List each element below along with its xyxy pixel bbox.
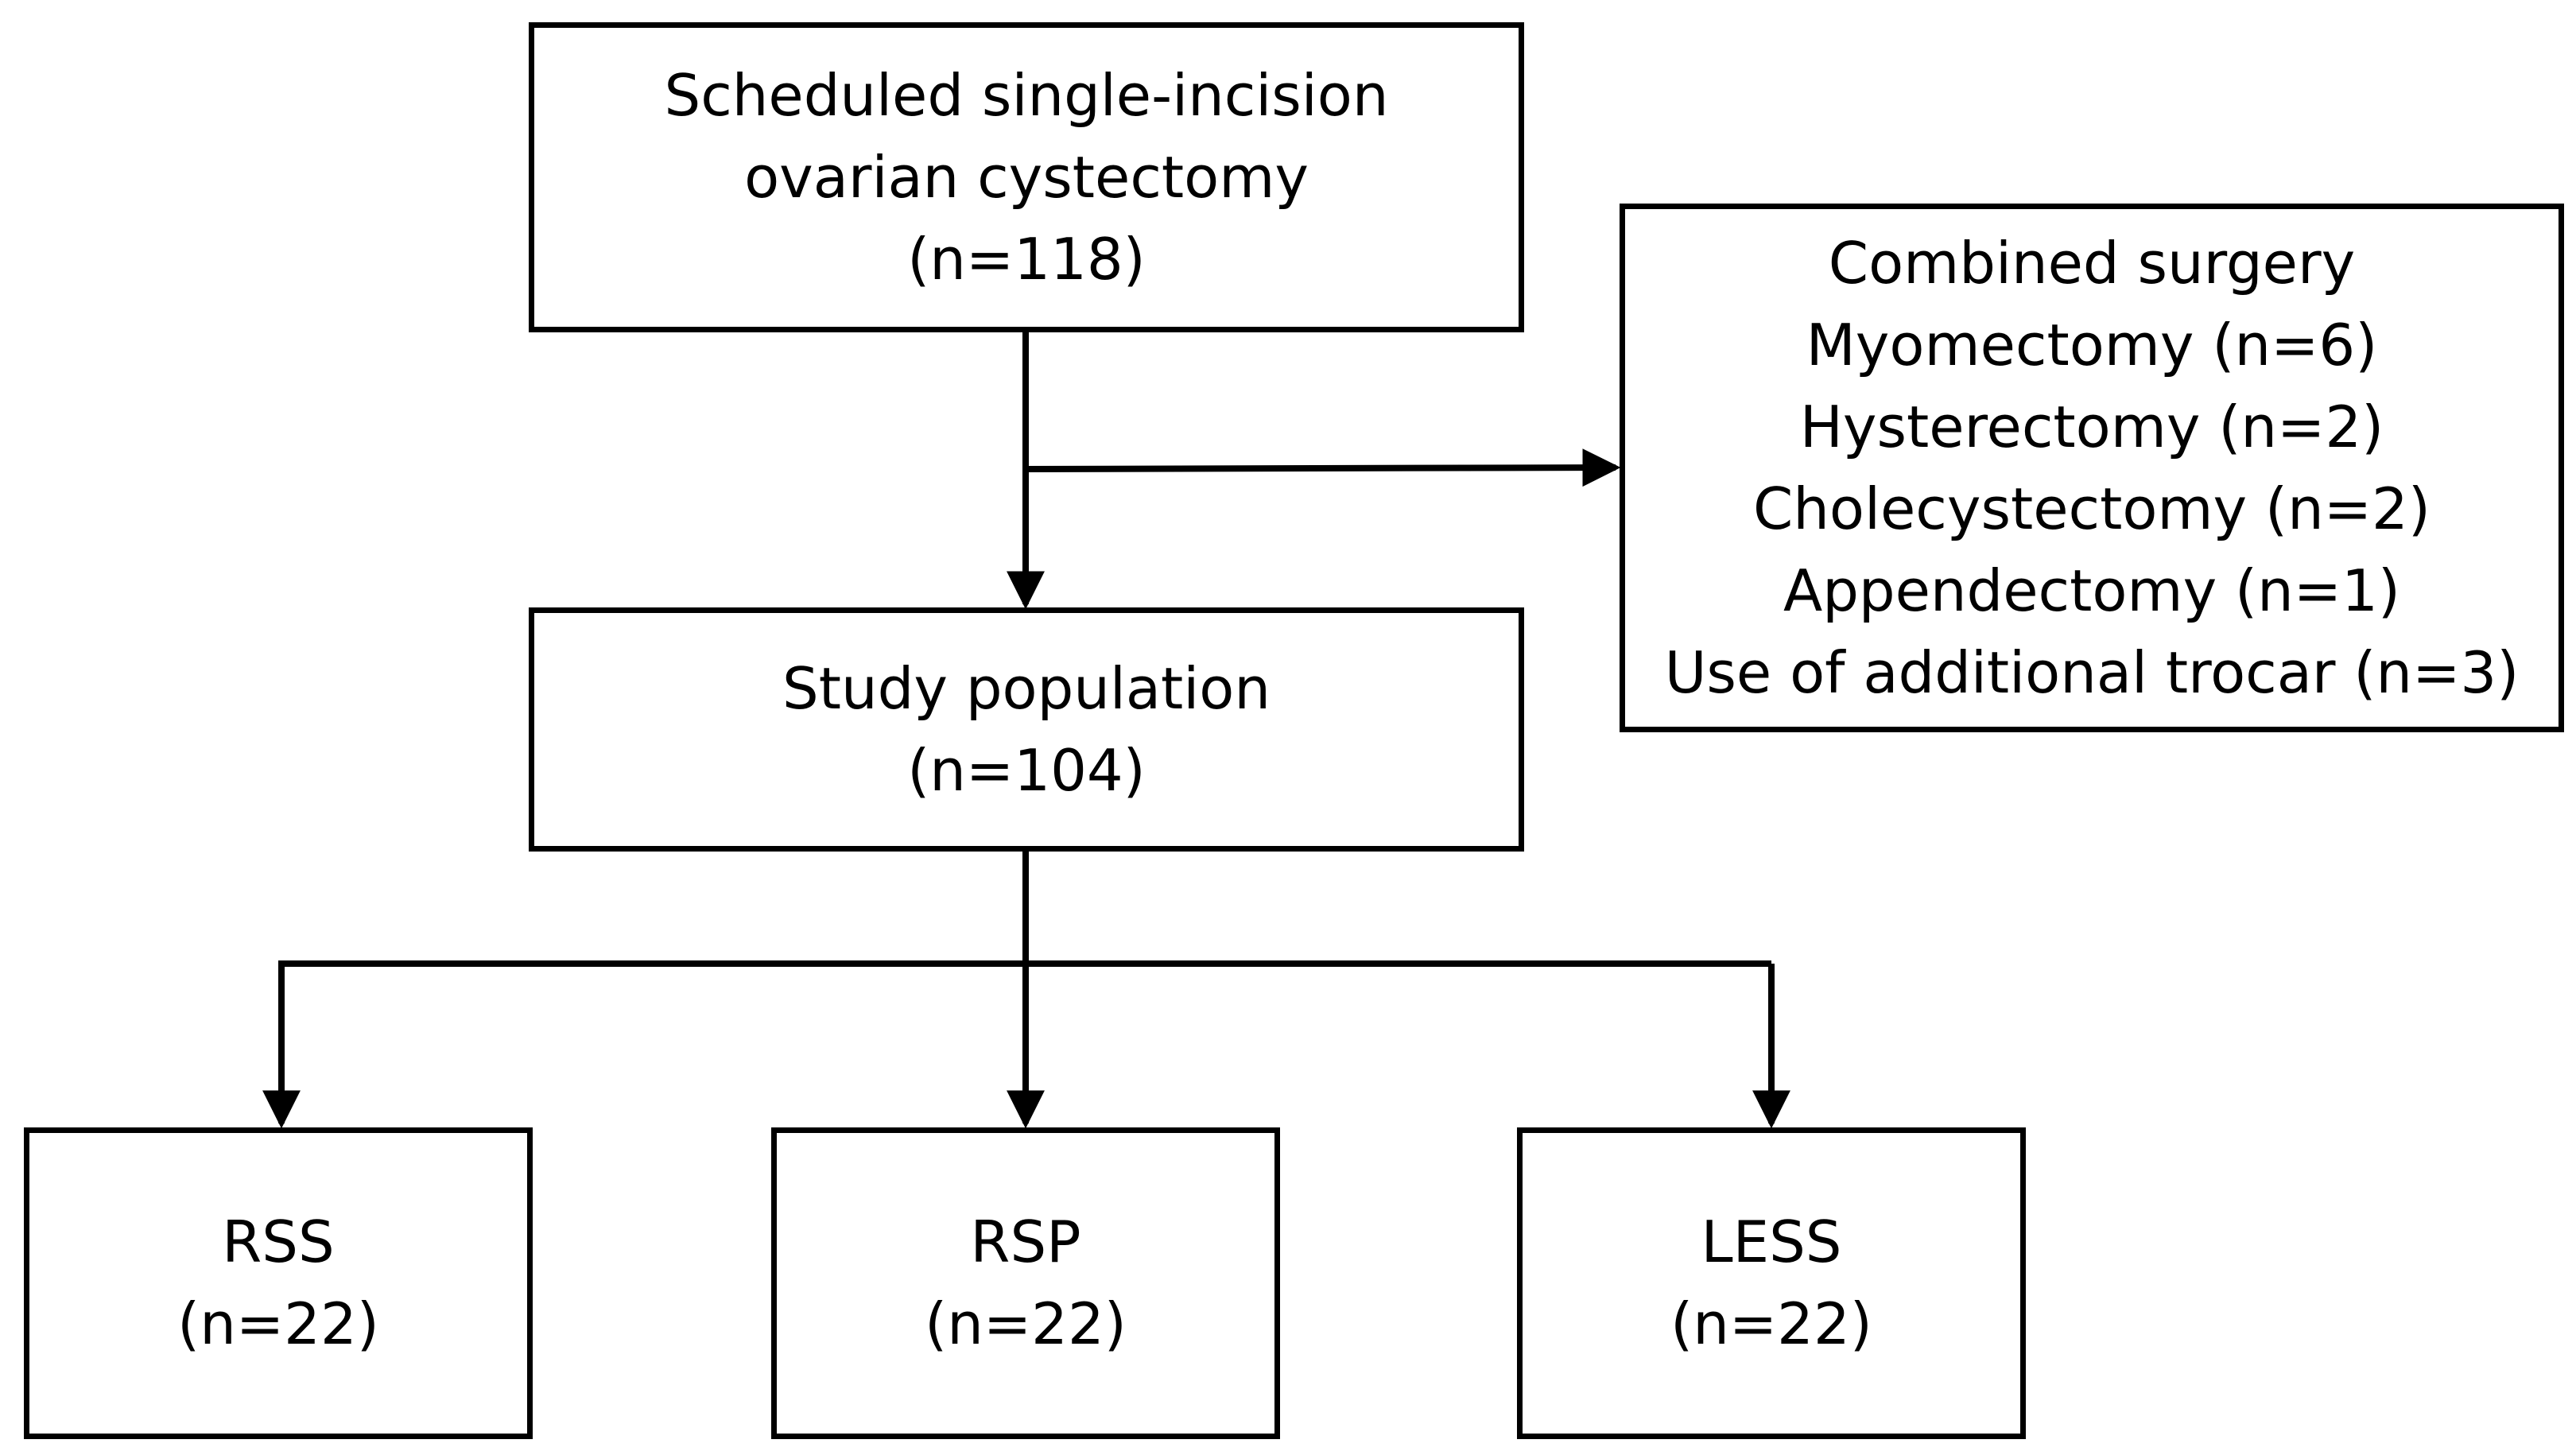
scheduled-count: (n=118) bbox=[907, 225, 1146, 293]
combined-surgery-title: Combined surgery bbox=[1828, 229, 2356, 297]
arrow-to-combined-surgery bbox=[1025, 448, 1621, 487]
group-label-less: LESS bbox=[1701, 1209, 1842, 1275]
scheduled-cystectomy-box: Scheduled single-incision ovarian cystec… bbox=[529, 22, 1524, 332]
study-population-box: Study population (n=104) bbox=[529, 607, 1524, 852]
group-box-rsp: RSP (n=22) bbox=[771, 1127, 1280, 1439]
scheduled-line2: ovarian cystectomy bbox=[744, 143, 1309, 211]
study-population-label: Study population bbox=[782, 654, 1271, 722]
combined-item-myomectomy: Myomectomy (n=6) bbox=[1806, 311, 2378, 378]
combined-item-hysterectomy: Hysterectomy (n=2) bbox=[1799, 393, 2384, 460]
combined-surgery-box: Combined surgery Myomectomy (n=6) Hyster… bbox=[1620, 204, 2564, 732]
group-label-rss: RSS bbox=[222, 1209, 335, 1275]
group-count-rsp: (n=22) bbox=[925, 1290, 1127, 1357]
group-count-rss: (n=22) bbox=[177, 1290, 379, 1357]
combined-item-additional-trocar: Use of additional trocar (n=3) bbox=[1664, 638, 2520, 706]
group-label-rsp: RSP bbox=[970, 1209, 1081, 1275]
study-population-count: (n=104) bbox=[907, 736, 1146, 804]
scheduled-line1: Scheduled single-incision bbox=[664, 61, 1389, 129]
group-box-rss: RSS (n=22) bbox=[24, 1127, 533, 1439]
combined-item-cholecystectomy: Cholecystectomy (n=2) bbox=[1753, 475, 2431, 542]
group-count-less: (n=22) bbox=[1670, 1290, 1872, 1357]
group-box-less: LESS (n=22) bbox=[1517, 1127, 2026, 1439]
combined-item-appendectomy: Appendectomy (n=1) bbox=[1783, 557, 2401, 624]
